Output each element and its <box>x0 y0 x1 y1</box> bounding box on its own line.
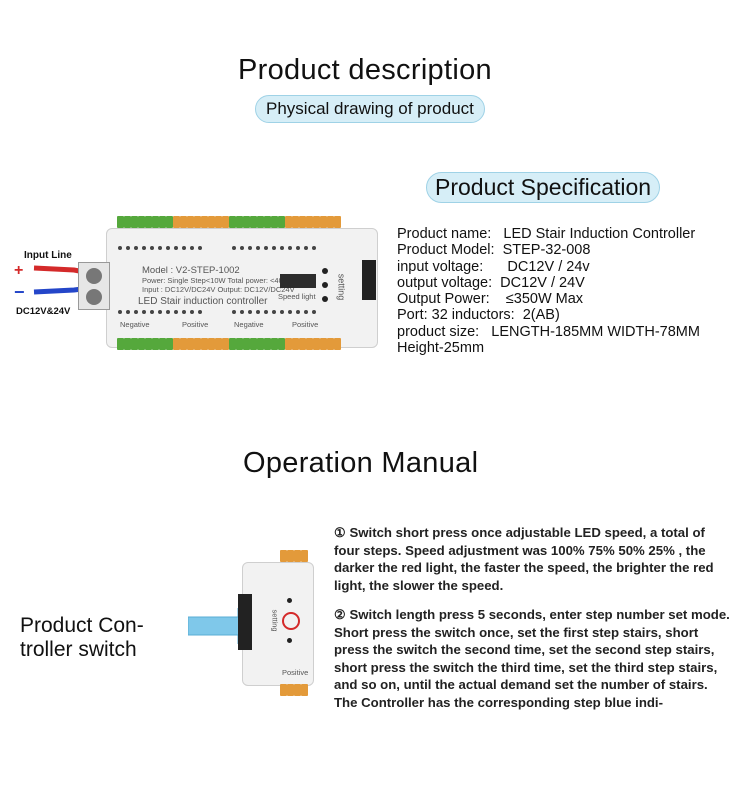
operation-manual-title: Operation Manual <box>243 447 479 479</box>
switch-button-icon[interactable] <box>282 612 300 630</box>
positive-label-1: Positive <box>182 320 209 329</box>
closeup-bottom-terminal <box>280 684 308 696</box>
power-terminal <box>78 262 110 310</box>
spec-size: product size: LENGTH-185MM WIDTH-78MM <box>397 323 700 340</box>
spec-list: Product name: LED Stair Induction Contro… <box>397 226 700 356</box>
input-line-label: Input Line <box>24 250 72 261</box>
manual-paragraph-1: ① Switch short press once adjustable LED… <box>334 525 714 593</box>
spec-height: Height-25mm <box>397 340 485 357</box>
dot-grid-bottom <box>118 310 203 314</box>
positive-label-2: Positive <box>292 320 319 329</box>
led-display <box>280 274 316 288</box>
indicator-dot <box>287 638 292 643</box>
input-text: Input : DC12V/DC24V Output: DC12V/DC24V <box>142 285 295 294</box>
controller-closeup: setting Positive <box>238 548 320 696</box>
manual-paragraph-2: ② Switch length press 5 seconds, enter s… <box>334 607 730 710</box>
spec-output-power: Output Power: ≤350W Max <box>397 291 584 308</box>
side-connector <box>362 260 376 300</box>
manual-text: ① Switch short press once adjustable LED… <box>334 524 734 723</box>
spec-name: Product name: LED Stair Induction Contro… <box>397 226 696 242</box>
spec-output-voltage: output voltage: DC12V / 24V <box>397 274 585 291</box>
page-title: Product description <box>238 54 492 86</box>
spec-port: Port: 32 inductors: 2(AB) <box>397 307 560 324</box>
closeup-positive-label: Positive <box>282 668 309 677</box>
speed-light-label: Speed light <box>278 292 316 301</box>
top-terminal-block <box>117 216 341 228</box>
dc-voltage-label: DC12V&24V <box>16 306 71 317</box>
dot-grid-top <box>118 246 203 250</box>
closeup-connector <box>238 594 252 650</box>
dot-grid-bottom-2 <box>232 310 317 314</box>
indicator-dot <box>322 268 328 274</box>
negative-label-2: Negative <box>234 320 264 329</box>
closeup-body <box>242 562 314 686</box>
closeup-setting-label: setting <box>270 609 280 632</box>
controller-switch-label: Product Con- troller switch <box>20 614 144 661</box>
power-text: Power: Single Step<10W Total power: <400… <box>142 276 295 285</box>
controller-name-text: LED Stair induction controller <box>138 296 268 307</box>
bottom-terminal-block <box>117 338 341 350</box>
indicator-dot <box>287 598 292 603</box>
spec-model: Product Model: STEP-32-008 <box>397 242 591 259</box>
plus-sign: + <box>14 262 24 279</box>
controller-illustration: Input Line + − DC12V&24V <box>14 210 384 360</box>
indicator-dot <box>322 296 328 302</box>
model-text: Model : V2-STEP-1002 <box>142 265 240 276</box>
physical-drawing-badge: Physical drawing of product <box>255 95 485 123</box>
negative-label-1: Negative <box>120 320 150 329</box>
minus-sign: − <box>14 282 25 302</box>
setting-label: setting <box>336 273 347 301</box>
product-specification-badge: Product Specification <box>426 172 661 203</box>
closeup-top-terminal <box>280 550 308 562</box>
spec-input-voltage: input voltage: DC12V / 24v <box>397 258 590 275</box>
indicator-dot <box>322 282 328 288</box>
dot-grid-top-2 <box>232 246 317 250</box>
